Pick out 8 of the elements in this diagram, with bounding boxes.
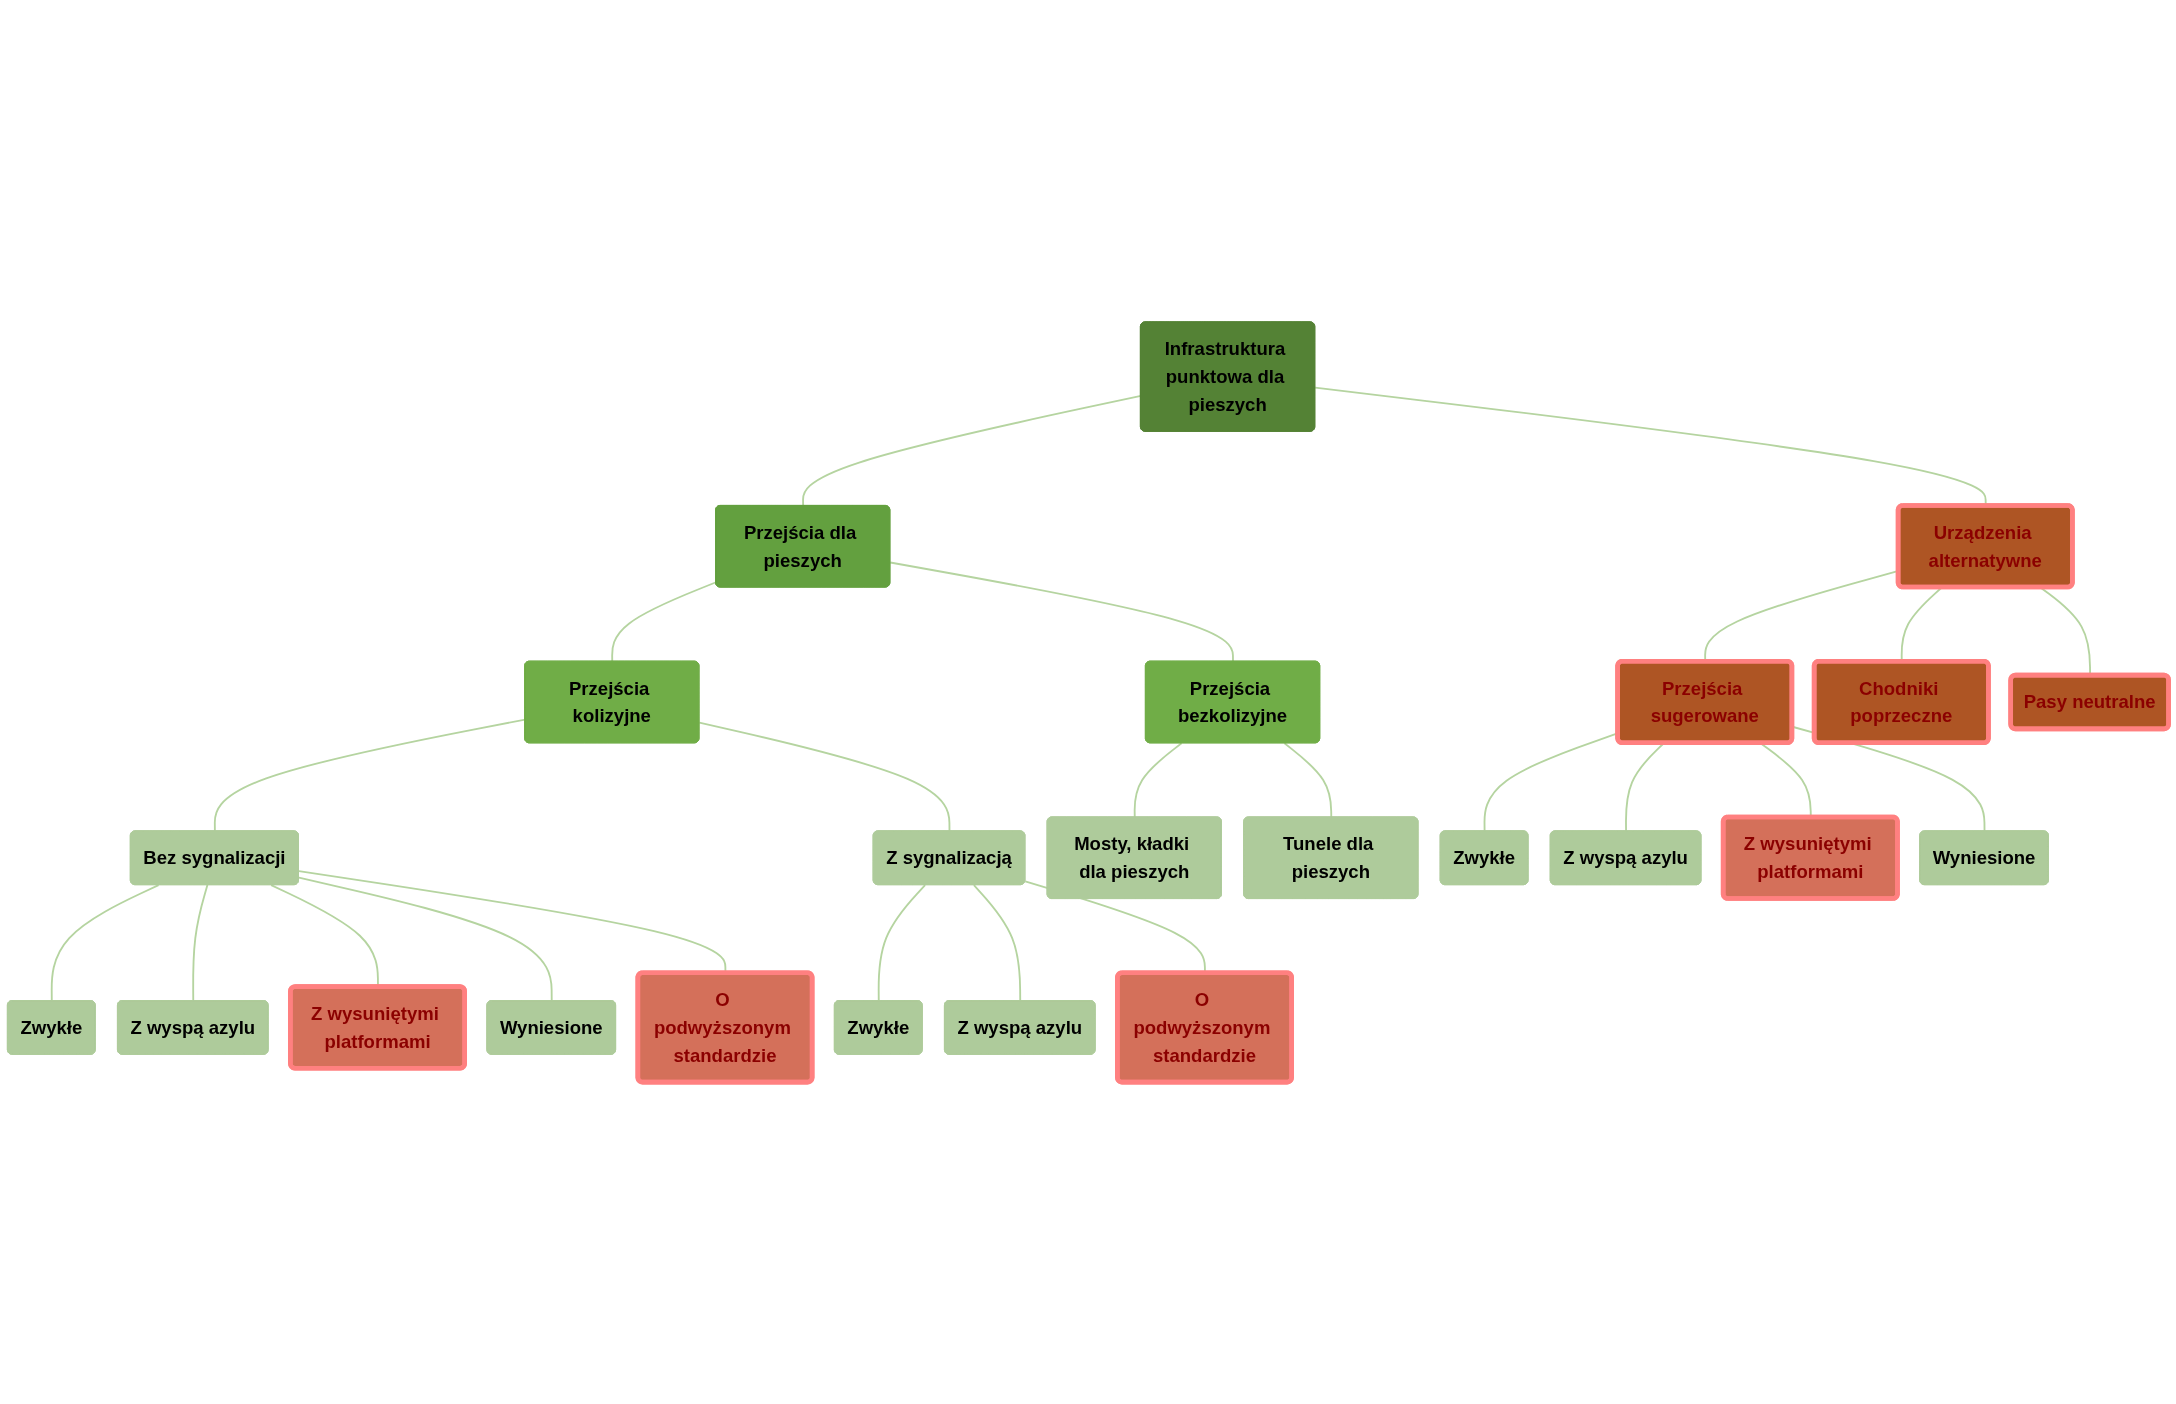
connector bbox=[50, 884, 160, 1002]
connector bbox=[611, 581, 717, 663]
connector bbox=[802, 394, 1142, 507]
connector bbox=[973, 884, 1022, 1002]
connector bbox=[889, 561, 1234, 663]
connector bbox=[298, 876, 553, 1002]
connector bbox=[192, 884, 209, 1002]
connector bbox=[877, 884, 926, 1002]
